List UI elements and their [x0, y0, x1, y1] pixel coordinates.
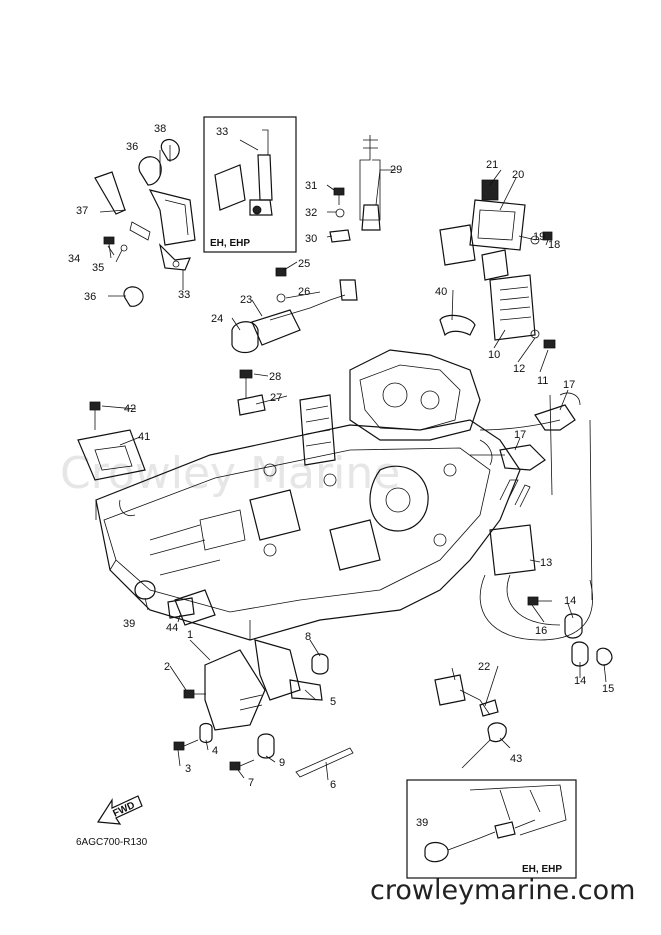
- inset-note-1: EH, EHP: [210, 238, 250, 249]
- callout-33b: 33: [178, 289, 190, 301]
- callout-32: 32: [305, 207, 317, 219]
- callout-31: 31: [305, 180, 317, 192]
- callout-35: 35: [92, 262, 104, 274]
- callout-27: 27: [270, 392, 282, 404]
- callout-17b: 17: [514, 429, 526, 441]
- callout-24: 24: [211, 313, 223, 325]
- callout-28: 28: [269, 371, 281, 383]
- ignition-parts: [469, 392, 613, 667]
- callout-21: 21: [486, 159, 498, 171]
- website-label[interactable]: crowleymarine.com: [370, 875, 635, 906]
- callout-2: 2: [164, 661, 170, 673]
- bracket-41: [77, 401, 146, 481]
- callout-5: 5: [330, 696, 336, 708]
- callout-26: 26: [298, 286, 310, 298]
- callout-36a: 36: [126, 141, 138, 153]
- inset-box-39: EH, EHP: [406, 779, 577, 879]
- callout-3: 3: [185, 763, 191, 775]
- callout-39a: 39: [123, 618, 135, 630]
- callout-43: 43: [510, 753, 522, 765]
- callout-39b: 39: [416, 817, 428, 829]
- bracket-parts: [94, 138, 196, 307]
- callout-30: 30: [305, 233, 317, 245]
- callout-44: 44: [166, 622, 178, 634]
- callout-17a: 17: [563, 379, 575, 391]
- callout-18: 18: [548, 239, 560, 251]
- callout-11: 11: [537, 375, 548, 387]
- callout-7: 7: [248, 777, 254, 789]
- callout-23: 23: [240, 294, 252, 306]
- callout-14b: 14: [574, 675, 586, 687]
- callout-40: 40: [435, 286, 447, 298]
- callout-22: 22: [478, 661, 490, 673]
- callouts: 1 2 3 4 5 6 7 8 9 10 11 12 13 14 14 15 1…: [68, 123, 614, 829]
- callout-1: 1: [187, 629, 193, 641]
- callout-4: 4: [212, 745, 218, 757]
- callout-12: 12: [513, 363, 525, 375]
- regulator-parts: [439, 179, 556, 349]
- inset-box-33: EH, EHP: [203, 116, 297, 253]
- callout-9: 9: [279, 757, 285, 769]
- callout-10: 10: [488, 349, 500, 361]
- callout-42: 42: [124, 403, 136, 415]
- callout-34: 34: [68, 253, 80, 265]
- engine-block: [95, 349, 521, 641]
- callout-38: 38: [154, 123, 166, 135]
- watermark-text: Crowley Marine: [60, 448, 400, 499]
- callout-33a: 33: [216, 126, 228, 138]
- callout-16: 16: [535, 625, 547, 637]
- sensor-parts: [434, 674, 507, 769]
- center-parts: [231, 135, 381, 416]
- callout-37: 37: [76, 205, 88, 217]
- callout-6: 6: [330, 779, 336, 791]
- callout-15: 15: [602, 683, 614, 695]
- lower-parts: [134, 580, 354, 778]
- inset-note-2: EH, EHP: [522, 864, 562, 875]
- callout-13: 13: [540, 557, 552, 569]
- leader-lines: [99, 139, 607, 781]
- callout-25: 25: [298, 258, 310, 270]
- callout-8: 8: [305, 631, 311, 643]
- diagram-code: 6AGC700-R130: [76, 837, 148, 848]
- callout-20: 20: [512, 169, 524, 181]
- fwd-arrow: FWD: [96, 795, 143, 825]
- callout-41: 41: [138, 431, 150, 443]
- callout-36b: 36: [84, 291, 96, 303]
- callout-29: 29: [390, 164, 402, 176]
- callout-14a: 14: [564, 595, 576, 607]
- fwd-label: FWD: [111, 800, 136, 820]
- callout-19: 19: [533, 231, 545, 243]
